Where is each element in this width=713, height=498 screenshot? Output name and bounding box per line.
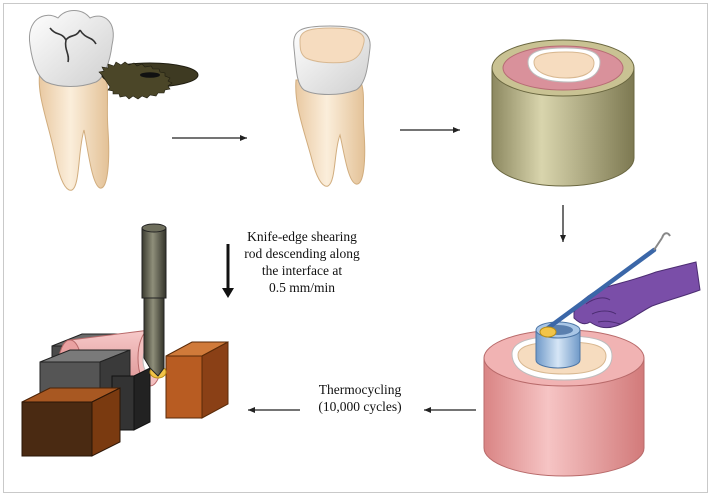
composite-increment-icon [539,326,557,338]
shear-test-label: Knife-edge shearing rod descending along… [232,228,372,296]
shear-label-line1: Knife-edge shearing [247,229,357,244]
figure-frame [3,3,708,493]
shearing-rod-icon [141,223,167,377]
shear-test-jig [21,329,229,457]
diamond-disc-icon [98,61,199,100]
gloved-hand-icon [573,261,701,329]
shear-label-line3: the interface at [261,263,343,278]
thermocycling-label: Thermocycling (10,000 cycles) [300,381,420,415]
shear-label-line4: 0.5 mm/min [268,280,335,295]
embedded-specimen-cylinder-icon [491,39,635,187]
thermo-label-line1: Thermocycling [318,382,402,397]
intact-tooth-icon [28,10,114,191]
sectioned-tooth-icon [293,25,371,187]
shear-label-line2: rod descending along [244,246,360,261]
thermo-label-line2: (10,000 cycles) [318,399,402,414]
